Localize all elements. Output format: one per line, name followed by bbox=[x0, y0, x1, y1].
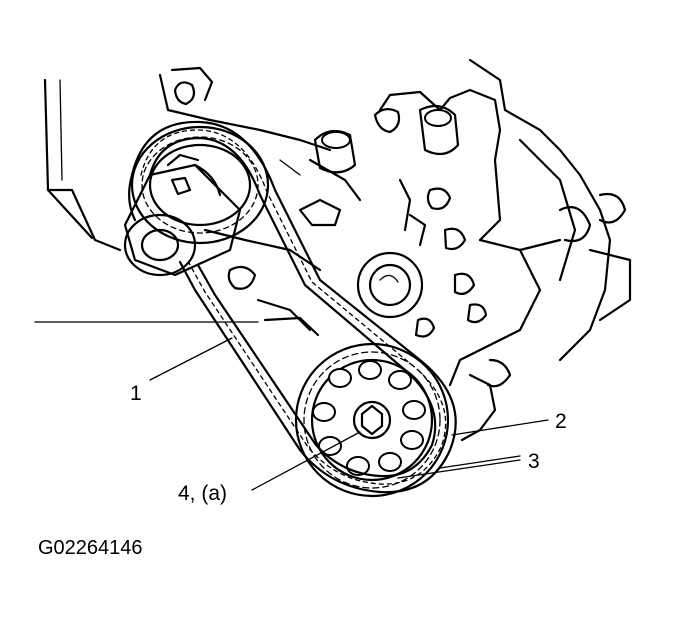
callout-2: 2 bbox=[555, 410, 567, 433]
callout-1: 1 bbox=[130, 382, 142, 405]
engine-block bbox=[43, 58, 632, 442]
crankshaft-sprocket bbox=[294, 342, 450, 498]
callout-4a: 4, (a) bbox=[178, 482, 227, 505]
timing-chain bbox=[128, 120, 457, 494]
camshaft-nose bbox=[123, 153, 242, 277]
camshaft-sprocket bbox=[130, 125, 270, 245]
leader-lines bbox=[34, 321, 549, 491]
sprocket-holes bbox=[312, 360, 426, 476]
callout-3: 3 bbox=[528, 450, 540, 473]
figure-code: G02264146 bbox=[38, 537, 143, 559]
